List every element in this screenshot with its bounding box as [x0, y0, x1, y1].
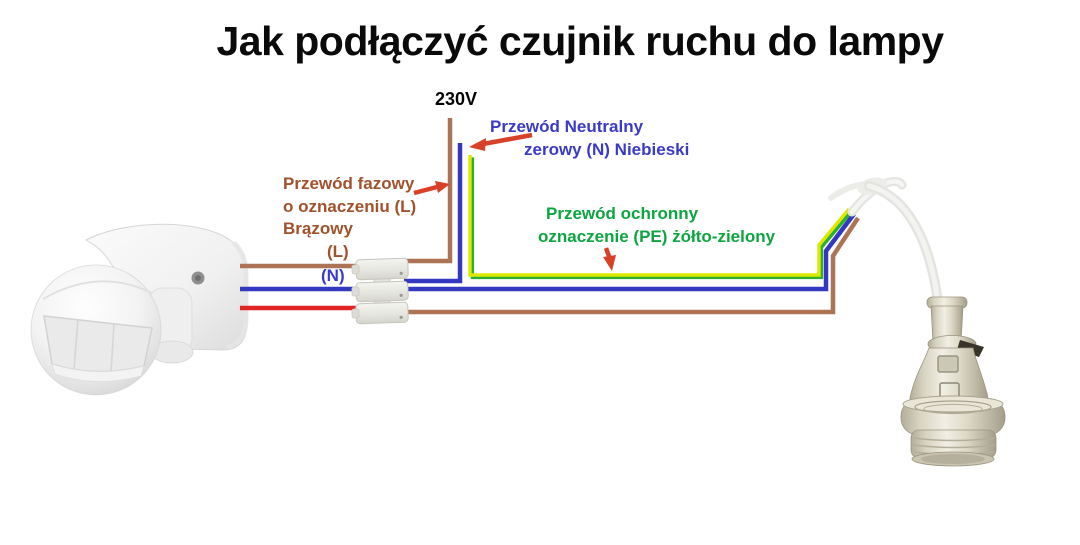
sensor-bracket: [84, 223, 248, 351]
socket-flange-ring-2: [923, 403, 983, 415]
neutral-label-line1: Przewód Neutralny: [490, 117, 644, 136]
supply-neutral-wire: [404, 143, 463, 284]
lamp-cord: [828, 177, 943, 308]
page-title: Jak podłączyć czujnik ruchu do lampy: [216, 18, 944, 64]
pointer-arrows: [413, 132, 616, 271]
supply-phase-wire: [404, 118, 453, 264]
socket-bottom-opening: [921, 454, 985, 464]
socket-recess: [937, 355, 959, 373]
lamp-neutral-wire: [404, 212, 856, 292]
pe-wire-green-strand: [470, 157, 853, 280]
pe-wire-yellow-strand: [468, 155, 851, 277]
voltage-label: 230V: [435, 89, 478, 109]
sensor-ball-seam: [42, 280, 153, 300]
phase-label-line2: o oznaczeniu (L): [283, 197, 417, 216]
socket-thread-ridge-2: [912, 444, 996, 449]
terminal-block-l: [351, 257, 409, 281]
terminal-block-live: [351, 301, 409, 325]
pe-arrow-icon: [603, 247, 616, 271]
motion-sensor: [30, 223, 249, 396]
lamp-socket: [900, 296, 1006, 467]
socket-thread-ridge-1: [912, 437, 996, 442]
phase-label-line3: Brązowy: [283, 219, 353, 238]
pe-wire: [468, 155, 853, 280]
cord-main-sweep-highlight: [866, 183, 941, 306]
terminal-blocks: [351, 257, 409, 325]
sensor-pivot-hole-inner: [195, 275, 201, 281]
terminal-block-n: [351, 280, 409, 303]
terminal-l-label: (L): [327, 242, 349, 261]
phase-label-line1: Przewód fazowy: [283, 174, 415, 193]
sensor-fresnel-facet-1: [73, 318, 79, 370]
wires: [240, 118, 860, 315]
terminal-n-label: (N): [321, 266, 345, 285]
sensor-fresnel-facet-2: [110, 322, 115, 374]
phase-arrow-icon: [413, 181, 450, 196]
sensor-fresnel-lip: [51, 363, 145, 382]
pe-label-line1: Przewód ochronny: [546, 204, 699, 223]
cord-main-sweep: [864, 181, 943, 308]
neutral-arrow-icon: [469, 132, 533, 151]
pe-label-line2: oznaczenie (PE) żółto-zielony: [538, 227, 776, 246]
sensor-bracket-shading: [226, 241, 249, 350]
lamp-phase-wire: [404, 216, 860, 315]
socket-flange-ring-1: [914, 400, 992, 414]
neutral-label-line2: zerowy (N) Niebieski: [524, 140, 690, 159]
